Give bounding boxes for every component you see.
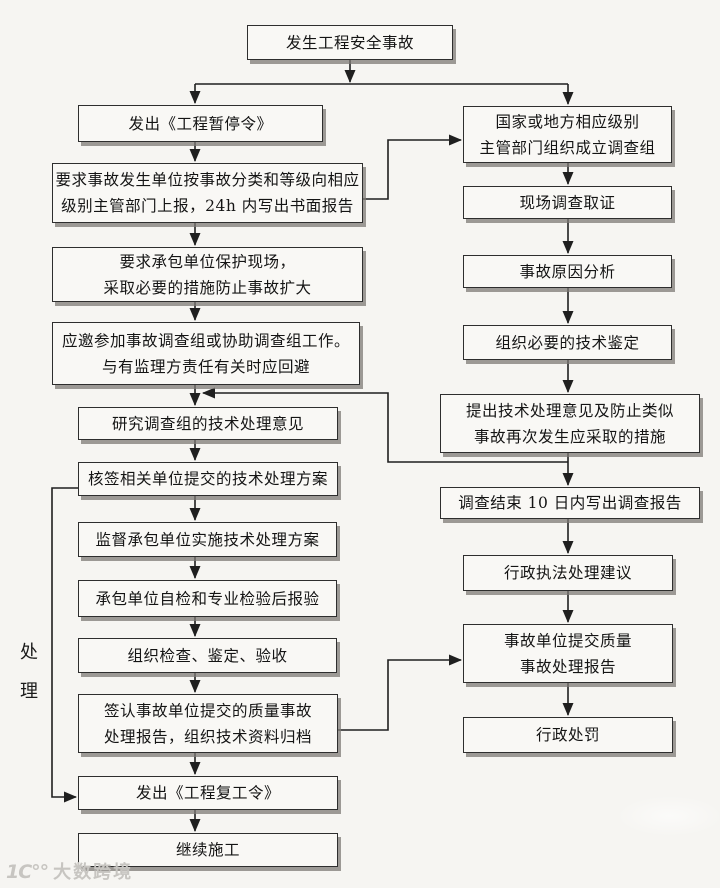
node-label: 应邀参加事故调查组或协助调查组工作。 与有监理方责任有关时应回避 (61, 331, 350, 376)
watermark-logo-icon: 1C°° (6, 861, 49, 883)
node-submit-quality-accident-report: 事故单位提交质量 事故处理报告 (463, 624, 673, 683)
node-label: 提出技术处理意见及防止类似 事故再次发生应采取的措施 (465, 401, 674, 446)
node-label: 组织检查、鉴定、验收 (127, 646, 288, 665)
label-handling-phase: 处 理 (20, 638, 38, 703)
node-issue-suspension-order: 发出《工程暂停令》 (78, 105, 323, 142)
connector-l10-r8 (338, 654, 462, 731)
node-label: 事故原因分析 (519, 262, 616, 281)
node-protect-site: 要求承包单位保护现场， 采取必要的措施防止事故扩大 (52, 247, 363, 302)
node-label: 监督承包单位实施技术处理方案 (95, 530, 320, 549)
node-label: 继续施工 (175, 841, 240, 859)
label-handling-char-1: 处 (20, 642, 38, 663)
watermark-smudge (615, 795, 720, 837)
node-organize-inspection-acceptance: 组织检查、鉴定、验收 (78, 638, 337, 673)
node-label: 国家或地方相应级别 主管部门组织成立调查组 (479, 112, 656, 157)
connector-l6-l11-bypass (51, 487, 78, 803)
node-label: 发出《工程复工令》 (135, 784, 280, 802)
node-label: 调查结束 10 日内写出调查报告 (458, 494, 682, 512)
node-label: 签认事故单位提交的质量事故 处理报告，组织技术资料归档 (103, 701, 312, 746)
connector-r5-l5 (202, 387, 568, 463)
node-label: 现场调查取证 (519, 193, 616, 212)
watermark-text: 大数跨境 (53, 862, 134, 883)
node-study-technical-opinions: 研究调查组的技术处理意见 (78, 407, 338, 440)
node-label: 行政执法处理建议 (503, 564, 632, 582)
node-technical-appraisal: 组织必要的技术鉴定 (463, 325, 672, 360)
node-continue-construction: 继续施工 (78, 833, 338, 867)
node-label: 组织必要的技术鉴定 (495, 333, 640, 352)
node-administrative-enforcement-suggestion: 行政执法处理建议 (463, 555, 673, 591)
watermark: 1C°° 大数跨境 (6, 858, 133, 884)
node-label: 要求事故发生单位按事故分类和等级向相应 级别主管部门上报，24h 内写出书面报告 (55, 171, 360, 215)
node-sign-accident-report-archive: 签认事故单位提交的质量事故 处理报告，组织技术资料归档 (78, 694, 338, 753)
node-supervise-implementation: 监督承包单位实施技术处理方案 (78, 522, 337, 557)
node-label: 事故单位提交质量 事故处理报告 (503, 631, 632, 676)
node-label: 行政处罚 (535, 726, 600, 744)
node-investigation-report-10-days: 调查结束 10 日内写出调查报告 (440, 487, 700, 519)
node-authority-forms-investigation-team: 国家或地方相应级别 主管部门组织成立调查组 (463, 106, 672, 163)
node-label: 核签相关单位提交的技术处理方案 (87, 470, 328, 488)
node-cause-analysis: 事故原因分析 (463, 255, 672, 288)
node-label: 承包单位自检和专业检验后报验 (95, 589, 320, 608)
node-label: 要求承包单位保护现场， 采取必要的措施防止事故扩大 (103, 252, 312, 297)
connector-l2-r1 (363, 134, 462, 200)
node-label: 发出《工程暂停令》 (128, 114, 273, 133)
node-contractor-self-inspection: 承包单位自检和专业检验后报验 (78, 580, 337, 617)
node-issue-resume-order: 发出《工程复工令》 (78, 776, 338, 810)
node-label: 发生工程安全事故 (285, 33, 414, 52)
node-accident-occurs: 发生工程安全事故 (247, 25, 453, 60)
node-report-to-authorities: 要求事故发生单位按事故分类和等级向相应 级别主管部门上报，24h 内写出书面报告 (52, 163, 363, 223)
node-administrative-penalty: 行政处罚 (463, 717, 673, 753)
node-site-investigation: 现场调查取证 (463, 186, 672, 219)
label-handling-char-2: 理 (20, 681, 38, 702)
node-propose-measures: 提出技术处理意见及防止类似 事故再次发生应采取的措施 (440, 394, 700, 453)
node-countersign-technical-plan: 核签相关单位提交的技术处理方案 (78, 462, 338, 496)
node-label: 研究调查组的技术处理意见 (111, 414, 304, 433)
node-join-investigation-team: 应邀参加事故调查组或协助调查组工作。 与有监理方责任有关时应回避 (52, 322, 360, 385)
